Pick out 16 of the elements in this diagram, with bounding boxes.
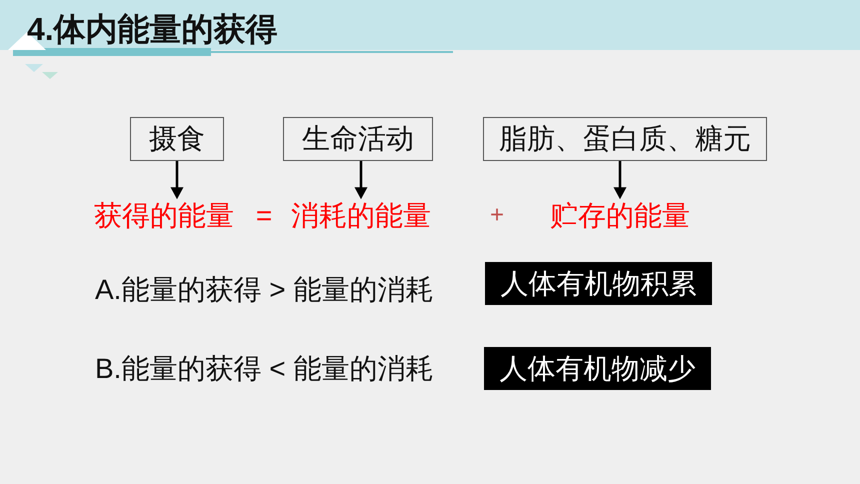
arrow [614,161,626,200]
text-box: 脂肪、蛋白质、糖元 [483,117,767,161]
result-box: 人体有机物积累 [485,262,712,305]
equation-term: 消耗的能量 [291,199,431,233]
equals-sign: = [256,199,272,233]
plus-sign: + [490,202,504,230]
text-box: 生命活动 [283,117,433,161]
arrow [170,161,184,200]
arrow [354,161,368,200]
comparison-text: A.能量的获得 > 能量的消耗 [95,273,434,307]
equation-term: 获得的能量 [94,199,234,233]
comparison-text: B.能量的获得 < 能量的消耗 [95,352,434,386]
equation-term: 贮存的能量 [550,199,690,233]
title: 4.体内能量的获得 [27,10,278,48]
text-box: 摄食 [130,117,224,161]
result-box: 人体有机物减少 [484,347,711,390]
